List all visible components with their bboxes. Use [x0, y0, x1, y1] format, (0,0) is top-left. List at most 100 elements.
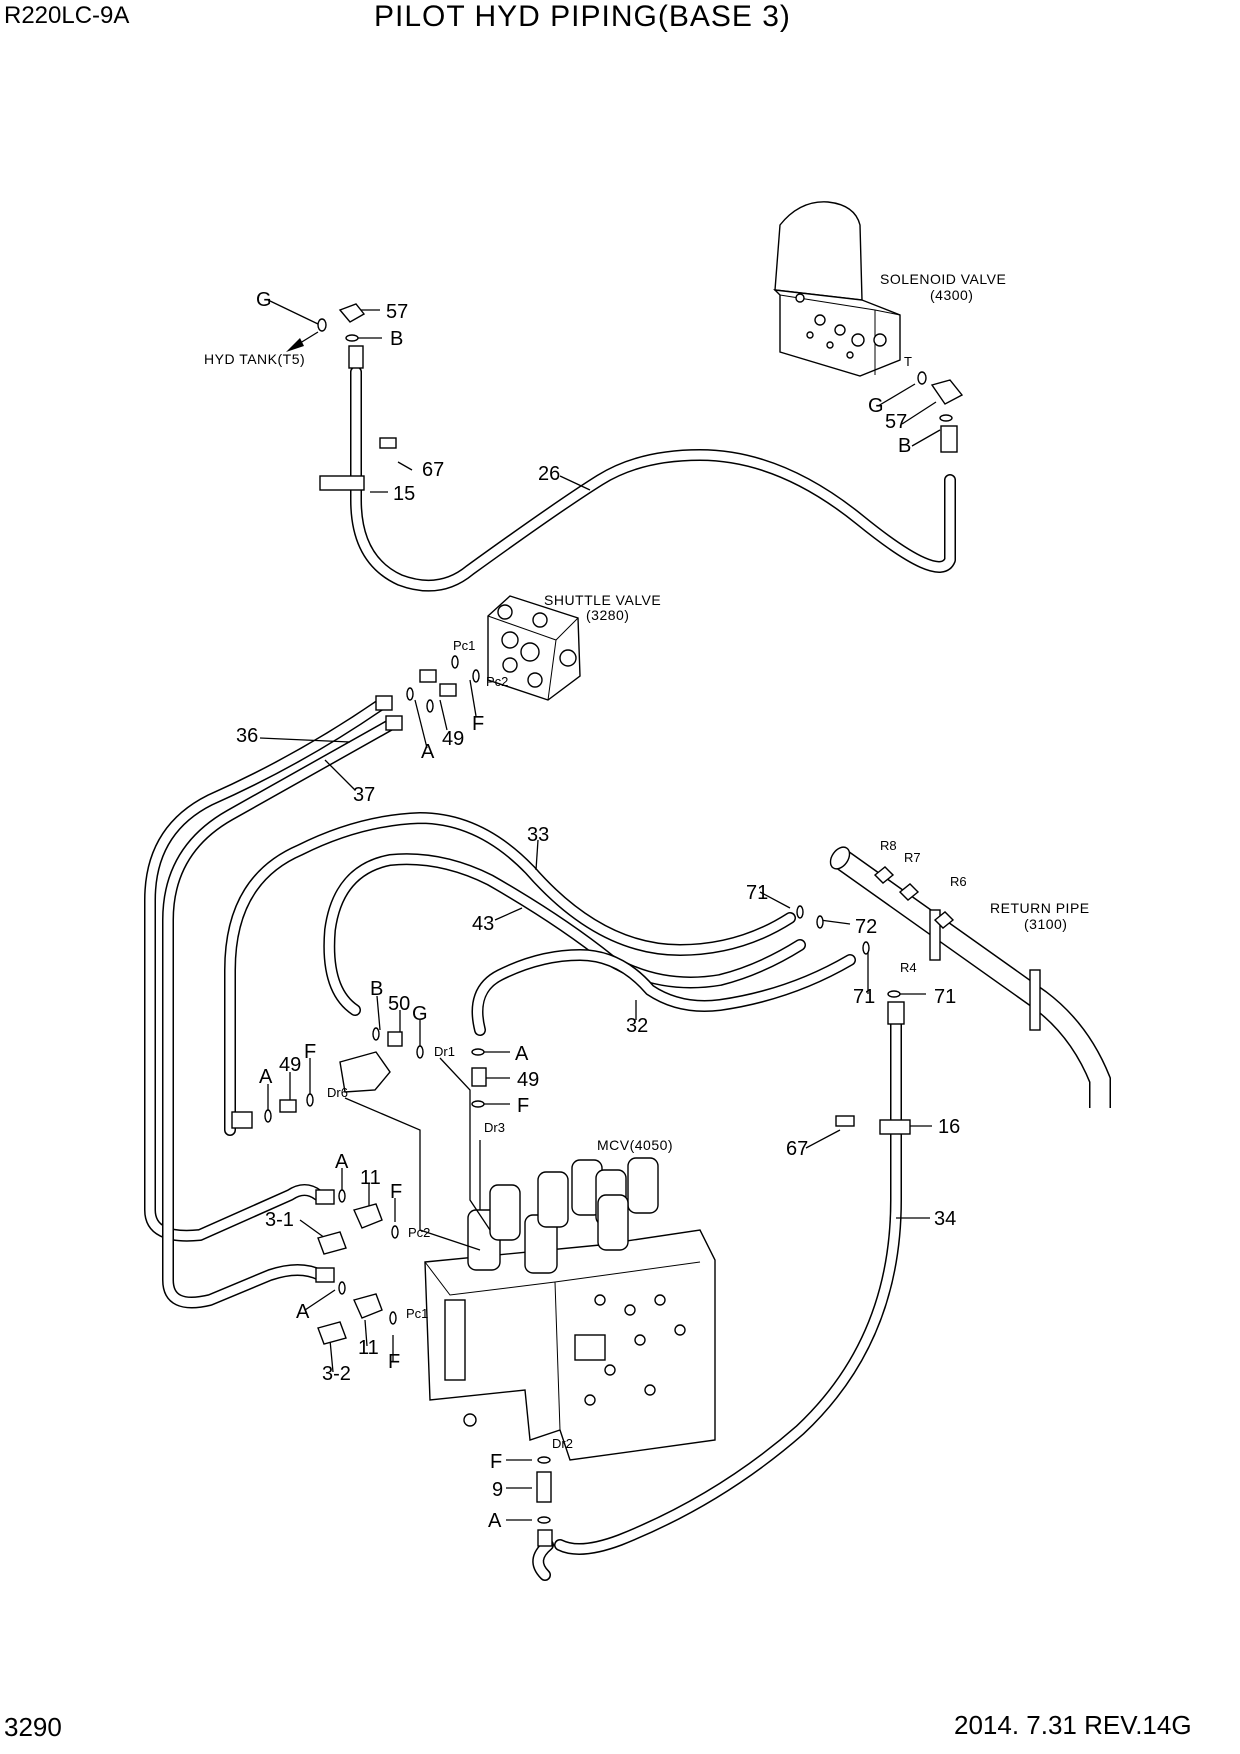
adapter-49-a	[419, 669, 437, 683]
page-number: 3290	[4, 1712, 62, 1742]
o-ring-a-pc1	[338, 1281, 346, 1295]
elbow-57-top	[338, 303, 366, 323]
part-label-32: 32	[626, 1015, 648, 1037]
o-ring-g-mid	[416, 1045, 424, 1059]
part-label-g: G	[412, 1003, 428, 1025]
hose-33	[224, 812, 796, 1136]
o-ring-71-b	[862, 941, 870, 955]
part-label-f: F	[390, 1181, 402, 1203]
part-label-a: A	[296, 1301, 310, 1323]
part-label-49: 49	[517, 1069, 539, 1091]
part-label-f: F	[472, 713, 484, 735]
o-ring-b-right	[939, 414, 953, 422]
hyd-tank-arrow	[286, 331, 319, 352]
leader-lines	[259, 299, 941, 1521]
hose-end-top	[348, 345, 364, 369]
o-ring-g-right	[917, 371, 927, 385]
port-label-dr3: Dr3	[484, 1120, 505, 1135]
o-ring-72	[816, 915, 824, 929]
part-label-57: 57	[885, 411, 907, 433]
port-label-r4: R4	[900, 960, 917, 975]
mcv-block	[424, 1157, 716, 1461]
part-label-49: 49	[279, 1054, 301, 1076]
clamp-15	[319, 475, 365, 491]
hose-34	[554, 1004, 902, 1555]
port-label-r6: R6	[950, 874, 967, 889]
bolt-67-top	[379, 437, 397, 449]
part-label-a: A	[515, 1043, 529, 1065]
part-label-16: 16	[938, 1116, 960, 1138]
part-label-b: B	[370, 978, 383, 1000]
o-ring-a-left	[264, 1109, 272, 1123]
port-label-dr2: Dr2	[552, 1436, 573, 1451]
o-ring-b-mid	[372, 1027, 380, 1041]
shuttle-valve-name: SHUTTLE VALVE	[544, 592, 661, 608]
o-ring-f-pc1	[389, 1311, 397, 1325]
revision-date: 2014. 7.31 REV.14G	[954, 1710, 1192, 1740]
hose-32	[471, 949, 856, 1036]
solenoid-valve-name: SOLENOID VALVE	[880, 271, 1006, 287]
part-label-37: 37	[353, 784, 375, 806]
page-title: PILOT HYD PIPING(BASE 3)	[374, 0, 791, 33]
part-label-b: B	[898, 435, 911, 457]
elbow-57-right	[930, 379, 964, 405]
adapter-49-left	[279, 1099, 297, 1113]
part-label-43: 43	[472, 913, 494, 935]
port-label-pc1: Pc1	[453, 638, 475, 653]
shuttle-valve	[487, 595, 581, 701]
clamp-16	[879, 1119, 911, 1135]
o-ring-a-2	[426, 699, 434, 713]
hose-end-34-low	[537, 1529, 553, 1547]
part-label-f: F	[388, 1351, 400, 1373]
o-ring-g-top	[317, 318, 327, 332]
return-pipe-ref: (3100)	[1024, 916, 1067, 932]
hose-end-33-left	[231, 1111, 253, 1129]
switch-3-1	[317, 1231, 347, 1255]
shuttle-valve-ref: (3280)	[586, 607, 629, 623]
o-ring-71-a	[796, 905, 804, 919]
part-label-a: A	[421, 741, 435, 763]
hose-mcv-drain	[532, 1539, 554, 1581]
return-pipe	[829, 846, 1111, 1108]
port-label-r7: R7	[904, 850, 921, 865]
part-label-a: A	[335, 1151, 349, 1173]
hose-end-36	[375, 695, 393, 711]
adapter-49-b	[439, 683, 457, 697]
part-label-b: B	[390, 328, 403, 350]
o-ring-b-top	[345, 334, 359, 342]
switch-3-2	[317, 1321, 347, 1345]
part-label-57: 57	[386, 301, 408, 323]
part-label-f: F	[304, 1041, 316, 1063]
part-label-36: 36	[236, 725, 258, 747]
part-label-15: 15	[393, 483, 415, 505]
o-ring-a-mid	[471, 1048, 485, 1056]
hose-end-36-low	[315, 1189, 335, 1205]
hose-end-37-low	[315, 1267, 335, 1283]
part-label-9: 9	[492, 1479, 503, 1501]
hose-end-right	[940, 425, 958, 453]
model-number: R220LC-9A	[4, 2, 130, 29]
part-label-a: A	[488, 1510, 502, 1532]
o-ring-f-dr2	[537, 1456, 551, 1464]
solenoid-valve-ref: (4300)	[930, 287, 973, 303]
adapter-49-mid	[471, 1067, 487, 1087]
tee-11-upper	[353, 1203, 383, 1229]
hyd-tank-name: HYD TANK(T5)	[204, 351, 305, 367]
check-block-dr6	[339, 1051, 391, 1093]
o-ring-pc1	[451, 655, 459, 669]
o-ring-f-mid	[471, 1100, 485, 1108]
part-label-a: A	[259, 1066, 273, 1088]
o-ring-a-pc2	[338, 1189, 346, 1203]
part-label-67: 67	[786, 1138, 808, 1160]
o-ring-71-c	[887, 990, 901, 998]
part-label-34: 34	[934, 1208, 956, 1230]
hose-end-37	[385, 715, 403, 731]
part-label-72: 72	[855, 916, 877, 938]
part-label-71: 71	[934, 986, 956, 1008]
solenoid-valve	[773, 201, 901, 377]
port-label-pc2: Pc2	[486, 674, 508, 689]
port-label-pc2: Pc2	[408, 1225, 430, 1240]
part-label-11: 11	[360, 1167, 381, 1189]
